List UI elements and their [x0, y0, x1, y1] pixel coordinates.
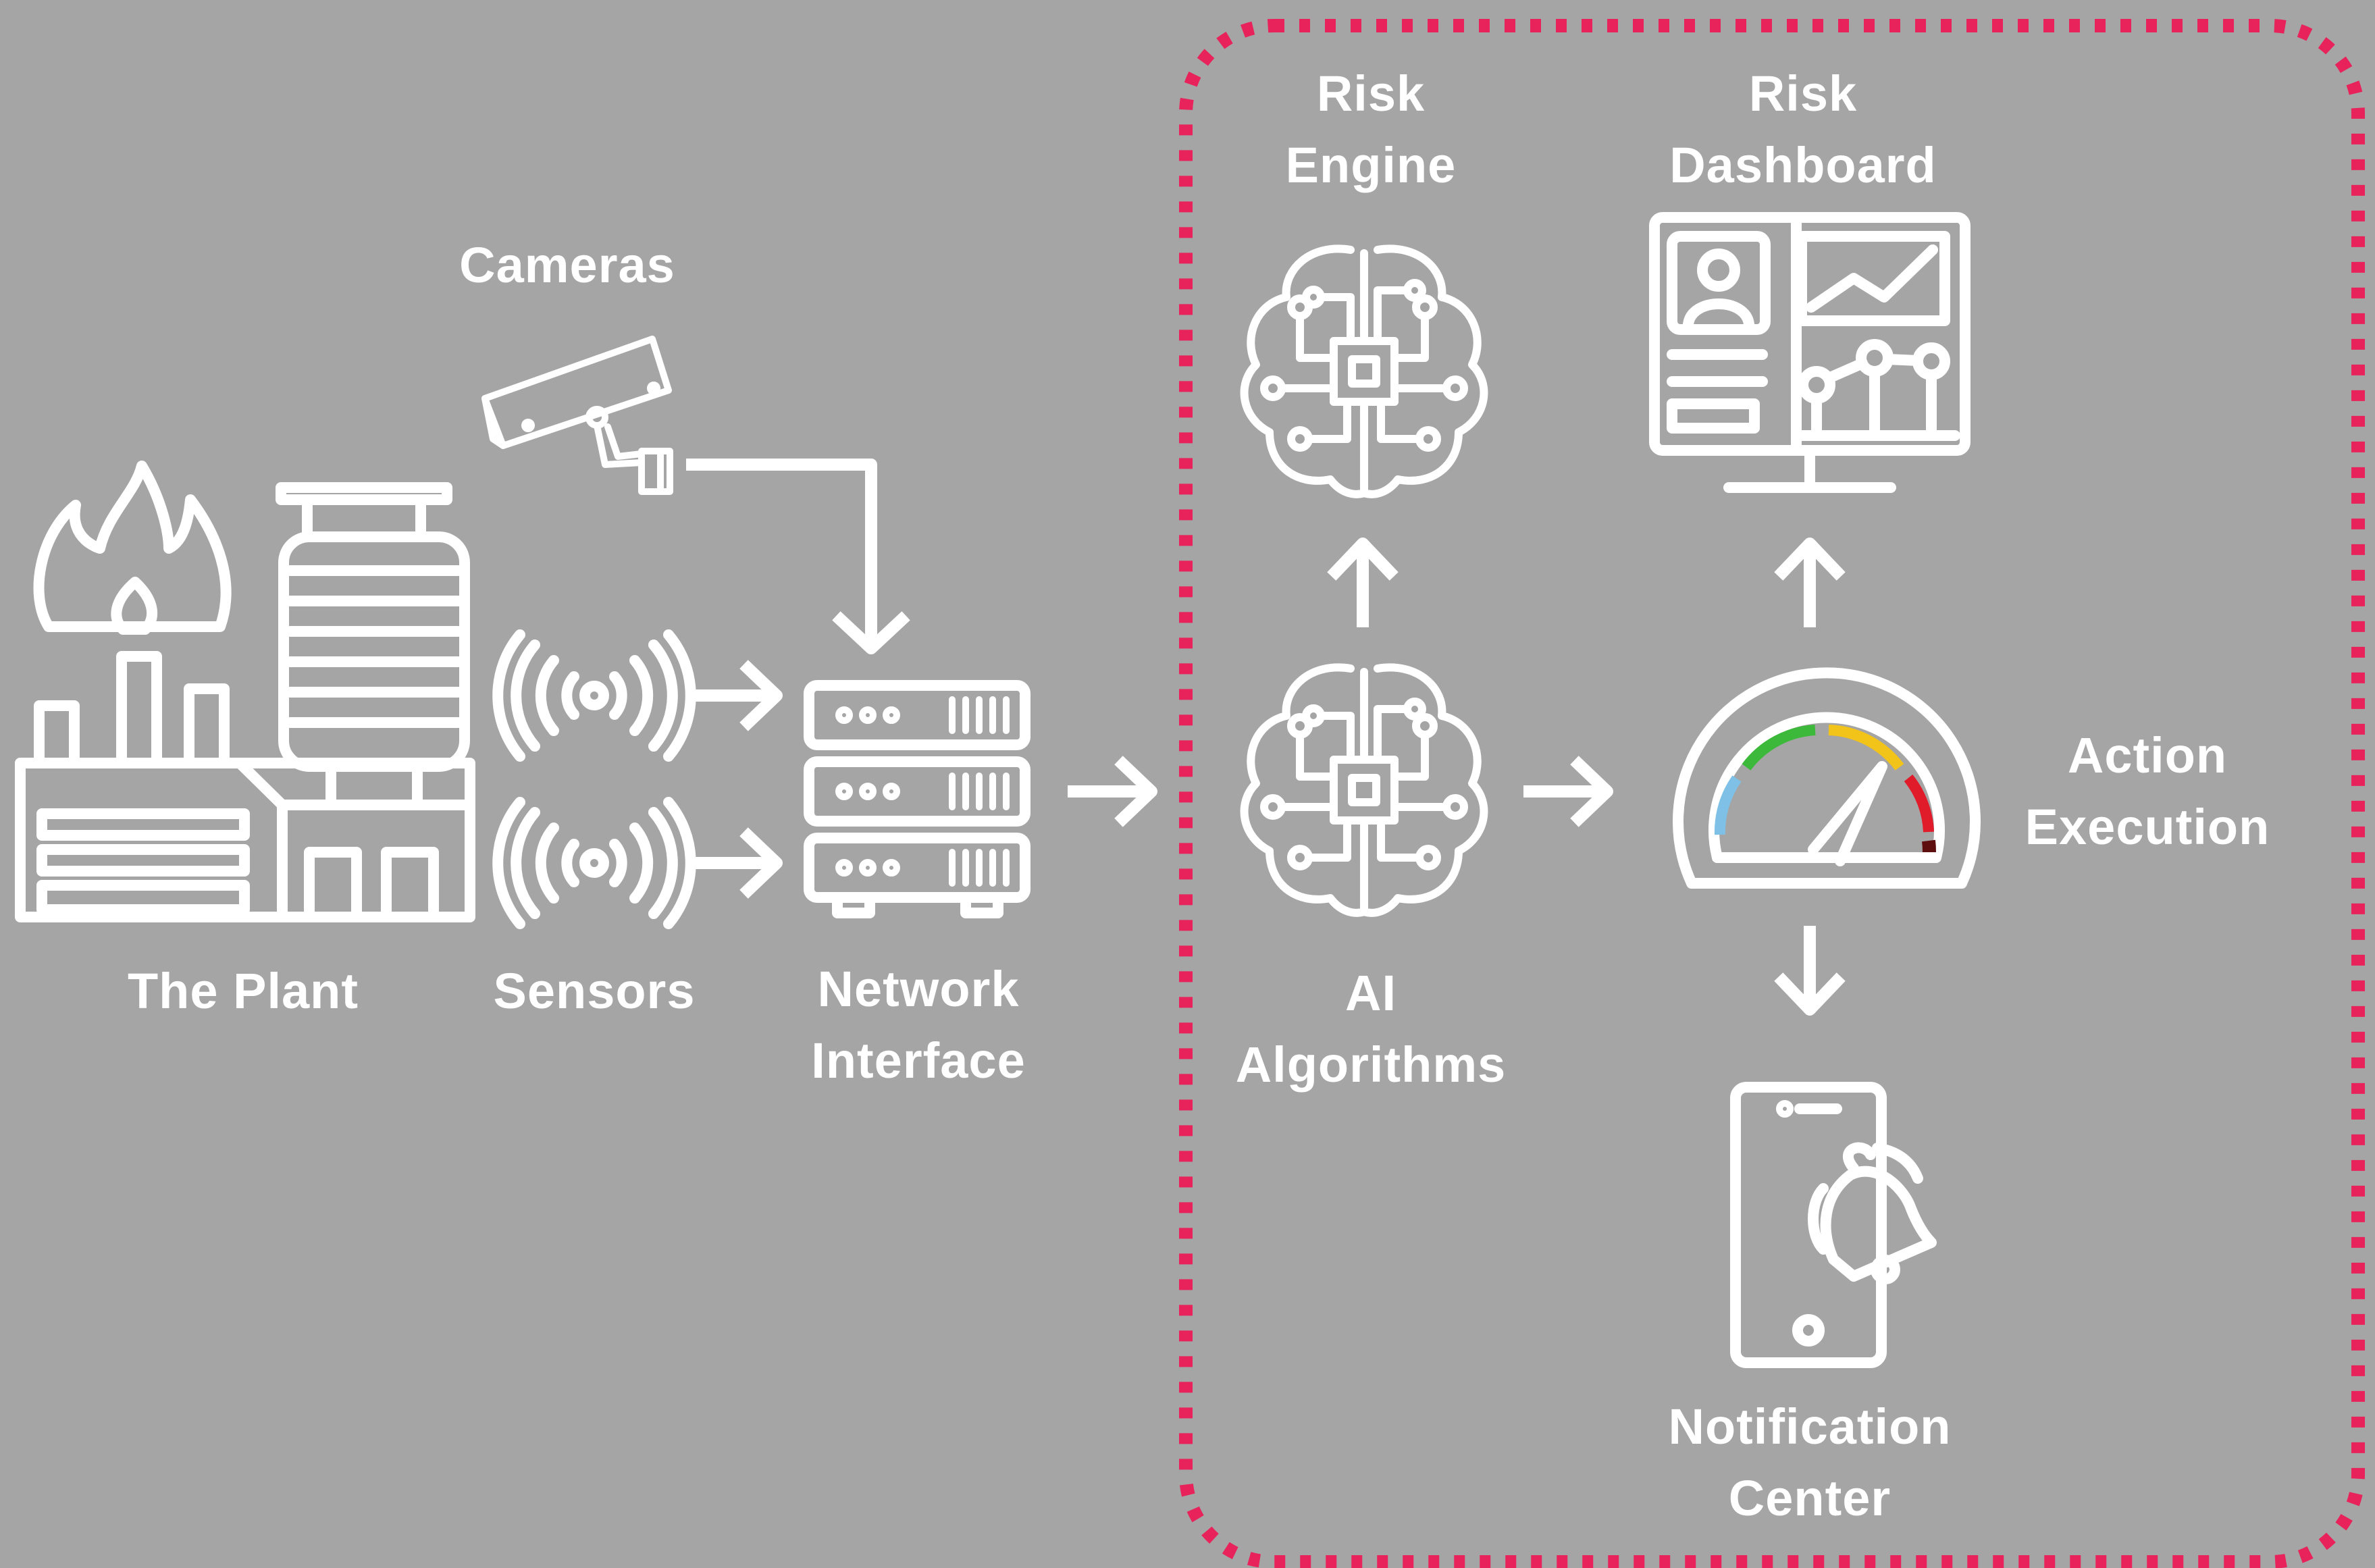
- label-network-line2: Interface: [811, 1033, 1026, 1089]
- label-sensors: Sensors: [493, 963, 696, 1019]
- factory-fire-icon: [15, 461, 475, 922]
- server-rack-icon: [804, 680, 1030, 918]
- gauge-segments: [1714, 725, 1937, 853]
- ai-system-boundary: [1179, 19, 2365, 1568]
- label-risk-dashboard-line2: Dashboard: [1669, 137, 1937, 193]
- label-notification-line2: Center: [1728, 1470, 1891, 1526]
- label-risk-engine-line1: Risk: [1316, 66, 1426, 122]
- wireless-signal-icon: [492, 797, 696, 929]
- ai-brain-chip-icon: [1240, 244, 1488, 498]
- flow-arrows: [686, 459, 1846, 1016]
- security-camera-icon: [481, 336, 673, 495]
- label-risk-engine-line2: Engine: [1285, 137, 1457, 193]
- label-risk-dashboard-line1: Risk: [1748, 66, 1858, 122]
- risk-gauge-icon: [1673, 667, 1981, 889]
- ai-brain-chip-icon: [1240, 663, 1488, 917]
- label-the-plant: The Plant: [127, 963, 359, 1019]
- arrow-camera-to-network: [686, 459, 877, 648]
- label-notification-line1: Notification: [1668, 1399, 1952, 1455]
- phone-bell-icon: [1730, 1082, 1937, 1368]
- label-action-line2: Execution: [2025, 799, 2270, 855]
- label-action-line1: Action: [2067, 727, 2228, 783]
- monitor-dashboard-icon: [1649, 212, 1971, 493]
- label-cameras: Cameras: [459, 237, 675, 293]
- label-network-line1: Network: [817, 961, 1020, 1017]
- label-ai-line1: AI: [1345, 965, 1397, 1021]
- wireless-signal-icon: [492, 629, 696, 762]
- label-ai-line2: Algorithms: [1235, 1037, 1507, 1093]
